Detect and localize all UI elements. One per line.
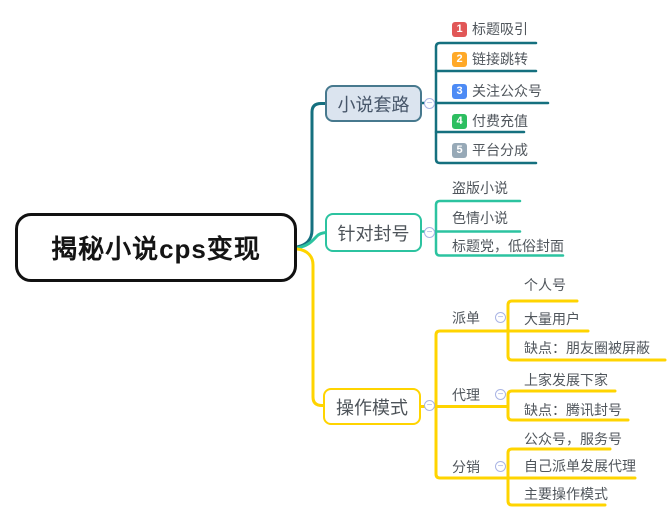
subtopic[interactable]: 主要操作模式 — [524, 486, 608, 502]
subtopic[interactable]: 派单 — [452, 310, 480, 326]
priority-1-badge: 1 — [452, 22, 467, 37]
collapse-icon[interactable]: − — [495, 461, 506, 472]
collapse-icon[interactable]: − — [424, 400, 435, 411]
branch-topic-label: 小说套路 — [337, 94, 410, 115]
collapse-icon[interactable]: − — [424, 227, 435, 238]
subtopic[interactable]: 标题党，低俗封面 — [452, 238, 564, 254]
collapse-icon[interactable]: − — [495, 312, 506, 323]
collapse-icon[interactable]: − — [495, 389, 506, 400]
subtopic[interactable]: 缺点：朋友圈被屏蔽 — [524, 340, 650, 356]
branch-topic-novel-tricks[interactable]: 小说套路 — [325, 85, 422, 122]
subtopic[interactable]: 平台分成 — [472, 142, 528, 158]
branch-topic-label: 针对封号 — [337, 223, 410, 244]
branch-topic-operation-modes[interactable]: 操作模式 — [323, 388, 421, 425]
subtopic[interactable]: 个人号 — [524, 277, 566, 293]
root-topic-label: 揭秘小说cps变现 — [51, 234, 261, 264]
subtopic[interactable]: 分销 — [452, 459, 480, 475]
collapse-icon[interactable]: − — [424, 98, 435, 109]
branch-topic-ban-risks[interactable]: 针对封号 — [325, 213, 422, 252]
subtopic[interactable]: 关注公众号 — [472, 83, 542, 99]
subtopic[interactable]: 大量用户 — [524, 311, 580, 327]
subtopic[interactable]: 上家发展下家 — [524, 372, 608, 388]
subtopic[interactable]: 标题吸引 — [472, 21, 528, 37]
subtopic[interactable]: 代理 — [452, 387, 480, 403]
priority-2-badge: 2 — [452, 52, 467, 67]
branch-topic-label: 操作模式 — [336, 397, 408, 418]
subtopic[interactable]: 盗版小说 — [452, 180, 508, 196]
priority-4-badge: 4 — [452, 114, 467, 129]
subtopic[interactable]: 自己派单发展代理 — [524, 458, 636, 474]
subtopic[interactable]: 付费充值 — [472, 113, 528, 129]
subtopic[interactable]: 链接跳转 — [472, 51, 528, 67]
subtopic[interactable]: 缺点：腾讯封号 — [524, 402, 622, 418]
priority-5-badge: 5 — [452, 143, 467, 158]
subtopic[interactable]: 色情小说 — [452, 210, 508, 226]
root-topic[interactable]: 揭秘小说cps变现 — [15, 213, 297, 282]
subtopic[interactable]: 公众号，服务号 — [524, 431, 622, 447]
priority-3-badge: 3 — [452, 84, 467, 99]
